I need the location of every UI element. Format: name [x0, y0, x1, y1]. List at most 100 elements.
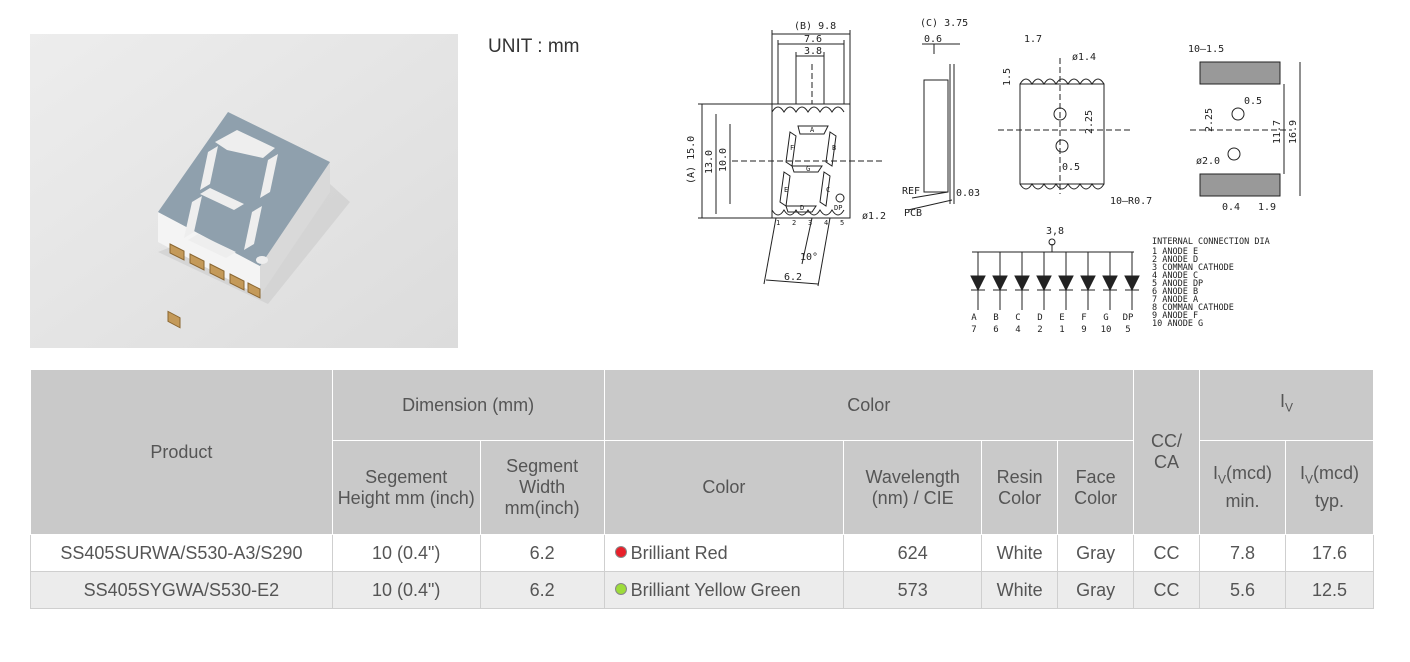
label-pcb: PCB	[904, 208, 922, 219]
pin-number: 6	[993, 325, 998, 335]
pin-letter: B	[993, 313, 998, 323]
header-product: Product	[30, 369, 333, 535]
pin-number: 5	[1125, 325, 1130, 335]
dim-1-7: 1.7	[1024, 34, 1042, 45]
segment-label: B	[832, 144, 836, 152]
unit-label: UNIT : mm	[488, 36, 580, 57]
pin-number: 4	[1015, 325, 1020, 335]
cell-iv-min: 7.8	[1199, 534, 1286, 572]
dim-16-9: 16.9	[1288, 120, 1299, 144]
segment-label: E	[784, 186, 788, 194]
connection-line: 7 ANODE A	[1152, 295, 1198, 305]
cell-product: SS405SYGWA/S530-E2	[30, 571, 333, 609]
dimension-drawing: (B) 9.8 7.6 3.8 (C) 3.75 0.6 (A) 15.0 13…	[686, 18, 1301, 335]
table-row: SS405SURWA/S530-A3/S290 10 (0.4") 6.2 Br…	[30, 534, 1375, 572]
cell-segment-width: 6.2	[479, 534, 605, 572]
pin-number: 9	[1081, 325, 1086, 335]
cell-segment-height: 10 (0.4")	[331, 571, 481, 609]
dim-phi-1-2: ø1.2	[862, 211, 886, 222]
pin-number: 1	[1059, 325, 1064, 335]
segment-label: DP	[834, 204, 842, 212]
dim-7-6: 7.6	[804, 34, 822, 45]
table-row: SS405SYGWA/S530-E2 10 (0.4") 6.2 Brillia…	[30, 571, 1375, 609]
dim-tolerance: 0.03	[956, 188, 980, 199]
pin-number: 10	[1101, 325, 1112, 335]
header-wavelength: Wavelength (nm) / CIE	[843, 440, 983, 535]
segment-label: A	[810, 126, 815, 134]
dim-b: (B) 9.8	[794, 21, 836, 32]
cell-resin-color: White	[981, 534, 1059, 572]
dim-11-7: 11.7	[1272, 120, 1283, 144]
pin-number: 2	[1037, 325, 1042, 335]
connection-line: 6 ANODE B	[1152, 287, 1198, 297]
dim-a: (A) 15.0	[686, 136, 697, 184]
dim-0-6: 0.6	[924, 34, 942, 45]
color-dot-icon	[614, 545, 627, 558]
cell-product: SS405SURWA/S530-A3/S290	[30, 534, 333, 572]
cell-face-color: Gray	[1057, 571, 1135, 609]
header-color: Color	[603, 440, 845, 535]
seven-segment-display-image	[30, 34, 458, 348]
cell-resin-color: White	[981, 571, 1059, 609]
cell-wavelength: 624	[843, 534, 983, 572]
dim-10-1-5: 10–1.5	[1188, 44, 1224, 55]
spec-table: Product Dimension (mm) Color CC/ CA IV S…	[30, 369, 1375, 609]
connection-line: 3 COMMAN CATHODE	[1152, 263, 1234, 273]
header-face-color: Face Color	[1057, 440, 1135, 535]
header-cc-ca: CC/ CA	[1133, 369, 1200, 535]
dim-13-0: 13.0	[704, 150, 715, 174]
dim-6-2: 6.2	[784, 272, 802, 283]
header-segment-width: Segment Width mm(inch)	[479, 440, 605, 535]
segment-label: C	[826, 186, 830, 194]
pin-number: 7	[971, 325, 976, 335]
cell-color: Brilliant Red	[603, 534, 845, 572]
connection-title: INTERNAL CONNECTION DIA	[1152, 237, 1270, 247]
color-dot-icon	[614, 582, 627, 595]
connection-line: 10 ANODE G	[1152, 319, 1203, 329]
connection-line: 2 ANODE D	[1152, 255, 1198, 265]
pin-letter: D	[1037, 313, 1042, 323]
dim-3-8b: 3,8	[1046, 226, 1064, 237]
lead-number: 1	[776, 219, 780, 227]
segment-label: D	[800, 204, 804, 212]
dim-1-9: 1.9	[1258, 202, 1276, 213]
connection-line: 9 ANODE F	[1152, 311, 1198, 321]
pin-letter: G	[1103, 313, 1108, 323]
lead-number: 3	[808, 219, 812, 227]
connection-line: 5 ANODE DP	[1152, 279, 1203, 289]
dim-0-5: 0.5	[1062, 162, 1080, 173]
product-photo	[30, 34, 458, 348]
header-iv-min: IV(mcd) min.	[1199, 440, 1286, 535]
dim-2-25: 2.25	[1084, 110, 1095, 134]
cell-cc-ca: CC	[1133, 534, 1200, 572]
cell-color: Brilliant Yellow Green	[603, 571, 845, 609]
lead-number: 2	[792, 219, 796, 227]
dim-c: (C) 3.75	[920, 18, 968, 29]
dim-1-5: 1.5	[1002, 68, 1013, 86]
cell-segment-height: 10 (0.4")	[331, 534, 481, 572]
cell-face-color: Gray	[1057, 534, 1135, 572]
cell-cc-ca: CC	[1133, 571, 1200, 609]
pin-letter: DP	[1123, 313, 1134, 323]
segment-label: G	[806, 165, 810, 173]
segment-label: F	[790, 144, 794, 152]
cell-segment-width: 6.2	[479, 571, 605, 609]
dim-phi-2-0: ø2.0	[1196, 156, 1220, 167]
header-dimension: Dimension (mm)	[331, 369, 605, 441]
cell-iv-typ: 17.6	[1284, 534, 1375, 572]
lead-number: 5	[840, 219, 844, 227]
pin-letter: A	[971, 313, 977, 323]
dim-0-4: 0.4	[1222, 202, 1240, 213]
pin-letter: F	[1081, 313, 1086, 323]
header-iv-group: IV	[1199, 369, 1374, 441]
dim-10-0: 10.0	[718, 148, 729, 172]
cell-wavelength: 573	[843, 571, 983, 609]
connection-line: 8 COMMAN CATHODE	[1152, 303, 1234, 313]
header-segment-height: Segement Height mm (inch)	[331, 440, 481, 535]
label-ref: REF	[902, 186, 920, 197]
dim-phi-1-4: ø1.4	[1072, 52, 1096, 63]
dim-r0-7: 10–R0.7	[1110, 196, 1152, 207]
dim-3-8: 3.8	[804, 46, 822, 57]
lead-number: 4	[824, 219, 828, 227]
dim-0-5b: 0.5	[1244, 96, 1262, 107]
